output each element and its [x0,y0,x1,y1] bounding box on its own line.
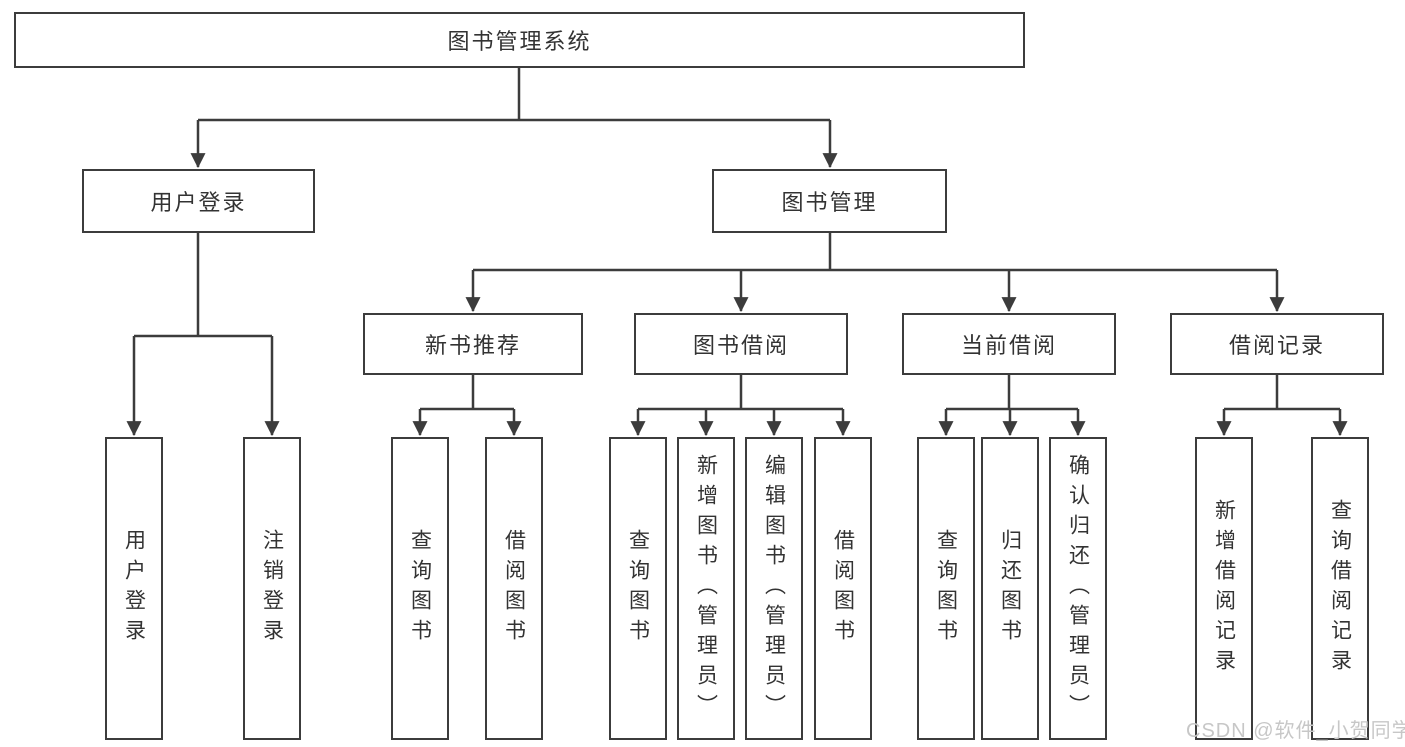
leaf-edit-books-admin-label: 编辑图书（管理员） [762,453,786,724]
leaf-logout: 注销登录 [243,437,301,740]
node-root-label: 图书管理系统 [447,29,592,54]
leaf-logout-label: 注销登录 [260,528,284,649]
leaf-user-login-label: 用户登录 [122,528,146,649]
leaf-return-books-label: 归还图书 [998,528,1022,649]
tree-trunk-lines [134,68,1340,411]
node-book-borrow-label: 图书借阅 [692,333,789,358]
leaf-borrow-books-recommend: 借阅图书 [485,437,543,740]
leaf-query-books-recommend-label: 查询图书 [408,528,432,649]
leaf-query-books-current: 查询图书 [917,437,975,740]
leaf-query-books-current-label: 查询图书 [934,528,958,649]
node-root: 图书管理系统 [14,12,1025,68]
leaf-query-books-borrow: 查询图书 [609,437,667,740]
node-borrow-records-label: 借阅记录 [1228,333,1325,358]
leaf-borrow-books: 借阅图书 [814,437,872,740]
node-borrow-records: 借阅记录 [1170,313,1384,375]
leaf-edit-books-admin: 编辑图书（管理员） [745,437,803,740]
leaf-add-borrow-record-label: 新增借阅记录 [1212,498,1236,679]
leaf-add-borrow-record: 新增借阅记录 [1195,437,1253,740]
leaf-return-books: 归还图书 [981,437,1039,740]
leaf-query-books-recommend: 查询图书 [391,437,449,740]
leaf-query-borrow-record: 查询借阅记录 [1311,437,1369,740]
node-new-book-recommend-label: 新书推荐 [424,333,521,358]
node-user-login-label: 用户登录 [150,190,247,215]
leaf-confirm-return-admin-label: 确认归还（管理员） [1066,453,1090,724]
node-book-management: 图书管理 [712,169,947,233]
leaf-user-login: 用户登录 [105,437,163,740]
node-book-management-label: 图书管理 [781,190,878,215]
leaf-borrow-books-recommend-label: 借阅图书 [502,528,526,649]
leaf-query-borrow-record-label: 查询借阅记录 [1328,498,1352,679]
node-current-borrow: 当前借阅 [902,313,1116,375]
node-new-book-recommend: 新书推荐 [363,313,583,375]
node-book-borrow: 图书借阅 [634,313,848,375]
node-current-borrow-label: 当前借阅 [960,333,1057,358]
leaf-query-books-borrow-label: 查询图书 [626,528,650,649]
leaf-confirm-return-admin: 确认归还（管理员） [1049,437,1107,740]
watermark: CSDN @软件_小贺同学 [1186,720,1405,742]
leaf-add-books-admin-label: 新增图书（管理员） [694,453,718,724]
leaf-add-books-admin: 新增图书（管理员） [677,437,735,740]
node-user-login: 用户登录 [82,169,315,233]
leaf-borrow-books-label: 借阅图书 [831,528,855,649]
